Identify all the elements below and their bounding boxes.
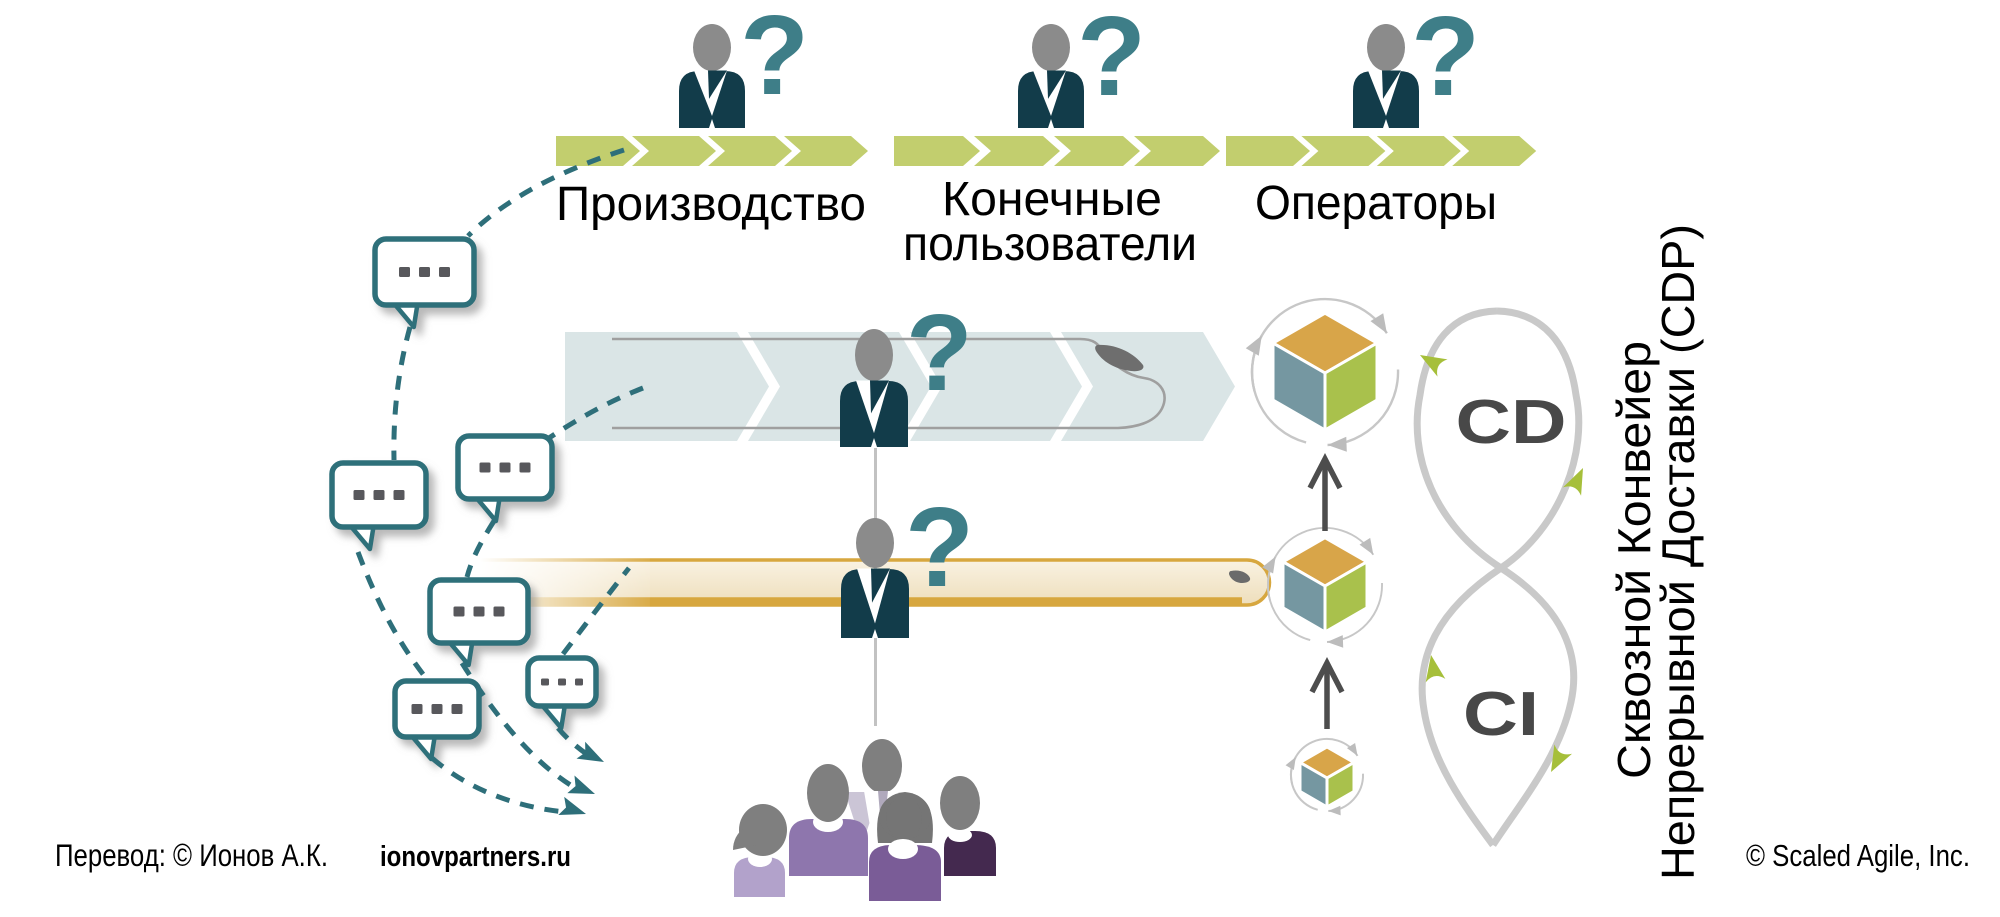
svg-text:?: ? [906,292,973,414]
svg-text:Непрерывной Доставки (CDP): Непрерывной Доставки (CDP) [1652,224,1704,880]
svg-text:?: ? [1077,0,1146,119]
svg-text:ionovpartners.ru: ionovpartners.ru [380,841,571,873]
svg-text:© Scaled Agile, Inc.: © Scaled Agile, Inc. [1746,838,1970,873]
svg-text:?: ? [740,0,809,118]
svg-text:CI: CI [1463,680,1539,749]
svg-text:?: ? [905,484,974,610]
svg-text:?: ? [1411,0,1480,119]
svg-text:Сквозной Конвейер: Сквозной Конвейер [1608,341,1660,779]
svg-text:CD: CD [1456,388,1567,457]
svg-text:Производство: Производство [556,178,866,231]
svg-text:Перевод: © Ионов А.К.: Перевод: © Ионов А.К. [55,837,328,873]
svg-text:пользователи: пользователи [903,218,1197,271]
svg-text:Операторы: Операторы [1255,177,1497,230]
svg-text:Конечные: Конечные [942,173,1162,226]
